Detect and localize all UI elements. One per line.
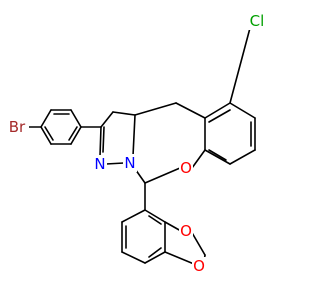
bond-line: [164, 221, 182, 232]
bond-line: [144, 167, 181, 184]
bond-line: [121, 209, 146, 223]
bond-line: [70, 109, 82, 128]
bond-line: [70, 126, 82, 145]
bond-line: [148, 215, 162, 225]
atom-o1: O: [179, 159, 193, 177]
bond-line: [204, 149, 231, 165]
oxygen-label: O: [180, 159, 192, 177]
bond-line: [191, 149, 206, 169]
chlorine-label: Cl: [250, 12, 265, 30]
bond-line: [134, 102, 177, 116]
bond-line: [102, 126, 105, 153]
atom-label-layer: Br Cl N N O O O: [5, 12, 269, 275]
atom-cl: Cl: [245, 12, 269, 30]
structure-canvas: Br Cl N N O O O: [5, 12, 269, 275]
bond-line: [175, 102, 206, 119]
bond-line: [144, 209, 166, 223]
bond-line: [204, 102, 231, 119]
bond-line: [229, 27, 251, 104]
bond-line: [208, 109, 231, 123]
bromine-label: Br: [9, 118, 26, 136]
bond-line: [144, 251, 166, 264]
bond-line: [148, 247, 162, 258]
bond-line: [229, 102, 256, 119]
bond-line: [190, 230, 206, 256]
bond-line: [40, 126, 52, 145]
nitrogen-label: N: [124, 154, 135, 172]
bond-layer: [28, 27, 256, 265]
atom-n2: N: [123, 154, 137, 172]
bond-line: [121, 251, 146, 264]
bond-line: [44, 126, 54, 141]
bond-line: [229, 149, 256, 165]
bond-line: [112, 111, 136, 116]
bond-line: [132, 114, 136, 157]
atom-o3: O: [192, 257, 206, 275]
atom-br: Br: [5, 118, 29, 136]
oxygen-label: O: [180, 222, 192, 240]
bond-line: [105, 162, 125, 165]
bond-line: [68, 126, 78, 141]
bond-line: [99, 126, 102, 157]
atom-o2: O: [179, 222, 193, 240]
bond-line: [164, 251, 195, 265]
oxygen-label: O: [193, 257, 205, 275]
nitrogen-label: N: [94, 155, 105, 173]
atom-n1: N: [93, 155, 107, 173]
bond-line: [208, 149, 227, 161]
bond-line: [40, 109, 52, 128]
bond-line: [100, 111, 114, 128]
